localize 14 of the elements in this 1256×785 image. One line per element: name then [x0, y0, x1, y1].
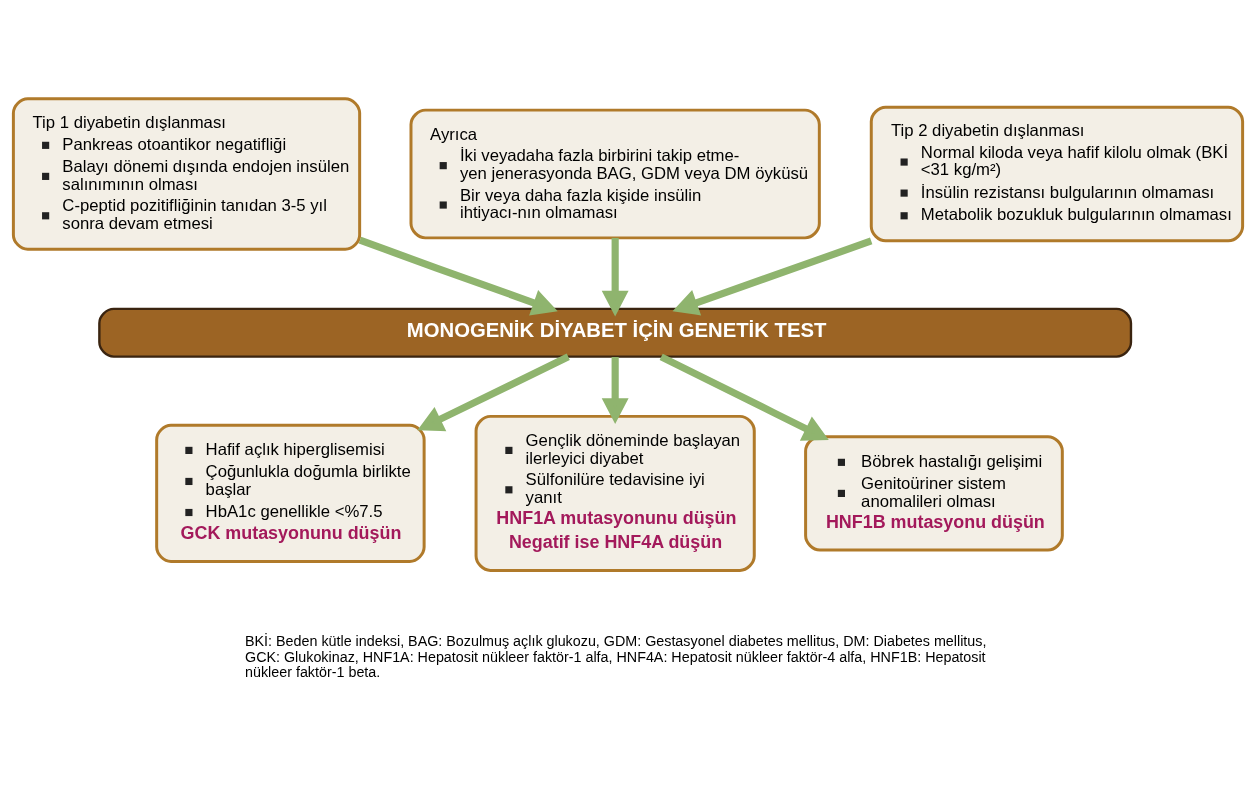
node-box: Tip 1 diyabetin dışlanması Pankreas otoantikor negatifliği Balayı dönemi dışında endojen insülen salınımının olması C-peptid pozitifliğinin tanıdan 3-5 yıl sonra devam etmesi: [11, 97, 362, 251]
label: BKİ: Beden kütle indeksi, BAG: Bozulmuş açlık glukozu, GDM: Gestasyonel diabetes mellitus, DM: Diabetes mellitus, GCK: Glukokinaz, HNF1A: Hepatosit nükleer faktör-1 alfa, HNF4A: Hepatosit nükleer faktör-4 alfa, HNF1B: Hepatosit nükleer faktör-1 beta.: [245, 633, 987, 681]
arrow: [601, 237, 629, 317]
node-box: Gençlik döneminde başlayan ilerleyici diyabet Sülfonilüre tedavisine iyi yanıt HNF1A mutasyonunu düşün Negatif ise HNF4A düşün: [474, 414, 756, 572]
arrow: [672, 237, 873, 316]
node-box: Ayrıca İki veyadaha fazla birbirini takip etme-yen jenerasyonda BAG, GDM veya DM öyküsü Bir veya daha fazla kişide insülin ihtiyacı-nın olmaması: [409, 108, 821, 240]
node-box: Tip 2 diyabetin dışlanması Normal kiloda veya hafif kilolu olmak (BKİ <31 kg/m²) İnsülin rezistansı bulgularının olmaması Metabolik bozukluk bulgularının olmaması: [869, 105, 1245, 243]
node-box: Hafif açlık hiperglisemisi Çoğunlukla doğumla birlikte başlar HbA1c genellikle <%7.5 GCK mutasyonunu düşün: [155, 423, 426, 563]
arrow: [417, 353, 570, 432]
arrow: [601, 357, 629, 424]
arrow: [659, 353, 829, 441]
node-box: Böbrek hastalığı gelişimi Genitoüriner sistem anomalileri olması HNF1B mutasyonu düşün: [804, 435, 1064, 552]
node-box: MONOGENİK DİYABET İÇİN GENETİK TEST: [98, 307, 1133, 358]
arrow: [358, 236, 558, 316]
